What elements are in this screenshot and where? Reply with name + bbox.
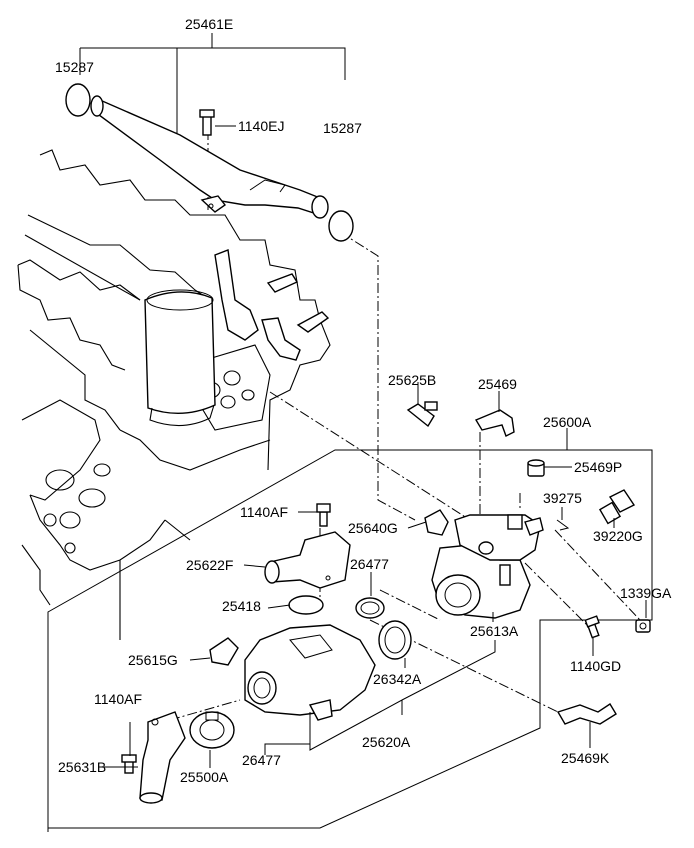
label-26477-bottom: 26477 — [242, 752, 281, 768]
leader-lines — [104, 125, 647, 768]
cap-25469P — [527, 459, 545, 477]
bolt-1140GD — [584, 615, 600, 639]
clip-39275 — [556, 519, 570, 531]
label-25620A: 25620A — [362, 734, 411, 750]
seal-26342A — [378, 620, 412, 660]
nut-1339GA — [635, 619, 651, 633]
label-39220G: 39220G — [593, 528, 643, 544]
label-25622F: 25622F — [186, 557, 233, 573]
label-25469P: 25469P — [574, 459, 622, 475]
housing-25620A — [244, 624, 376, 721]
label-1140AF-top: 1140AF — [240, 504, 288, 520]
gasket-25640G — [424, 509, 449, 536]
label-25469K: 25469K — [561, 750, 610, 766]
label-25461E: 25461E — [185, 16, 233, 32]
label-25640G: 25640G — [348, 520, 398, 536]
thermostat-25500A — [189, 711, 235, 749]
label-25613A: 25613A — [470, 623, 519, 639]
housing-25613A — [431, 514, 544, 619]
label-26342A: 26342A — [373, 671, 422, 687]
label-25600A: 25600A — [543, 414, 592, 430]
label-25625B: 25625B — [388, 372, 436, 388]
inlet-25631B — [139, 711, 186, 804]
water-pipe-25461E — [90, 95, 329, 219]
sensor-39220G — [598, 489, 636, 525]
label-15287-left: 15287 — [55, 59, 94, 75]
label-1339GA: 1339GA — [620, 585, 672, 601]
bolt-1140AF-top — [316, 503, 331, 527]
label-1140EJ: 1140EJ — [238, 118, 284, 134]
hose-25469K — [556, 703, 617, 725]
label-25500A: 25500A — [180, 769, 229, 785]
pipe-25622F — [264, 531, 351, 589]
o-ring-25418 — [288, 595, 324, 615]
o-ring-15287-left — [65, 83, 91, 117]
label-39275: 39275 — [543, 490, 582, 506]
part-labels: 25461E 15287 15287 1140EJ 25625B 25469 2… — [55, 16, 672, 785]
label-26477-top: 26477 — [350, 556, 389, 572]
label-1140AF-bottom: 1140AF — [94, 691, 142, 707]
label-25615G: 25615G — [128, 652, 178, 668]
label-1140GD: 1140GD — [570, 658, 621, 674]
bushing-26477-top — [355, 597, 385, 619]
label-25469: 25469 — [478, 376, 517, 392]
label-25631B: 25631B — [58, 759, 106, 775]
bolt-1140EJ — [199, 109, 215, 136]
label-15287-right: 15287 — [323, 120, 362, 136]
label-25418: 25418 — [222, 598, 261, 614]
fitting-25625B — [406, 401, 438, 428]
gasket-25615G — [209, 637, 239, 666]
bolt-1140AF-bottom — [121, 754, 137, 774]
engine-block-outline — [17, 149, 331, 640]
o-ring-15287-right — [328, 210, 354, 242]
hose-25469 — [474, 409, 515, 437]
